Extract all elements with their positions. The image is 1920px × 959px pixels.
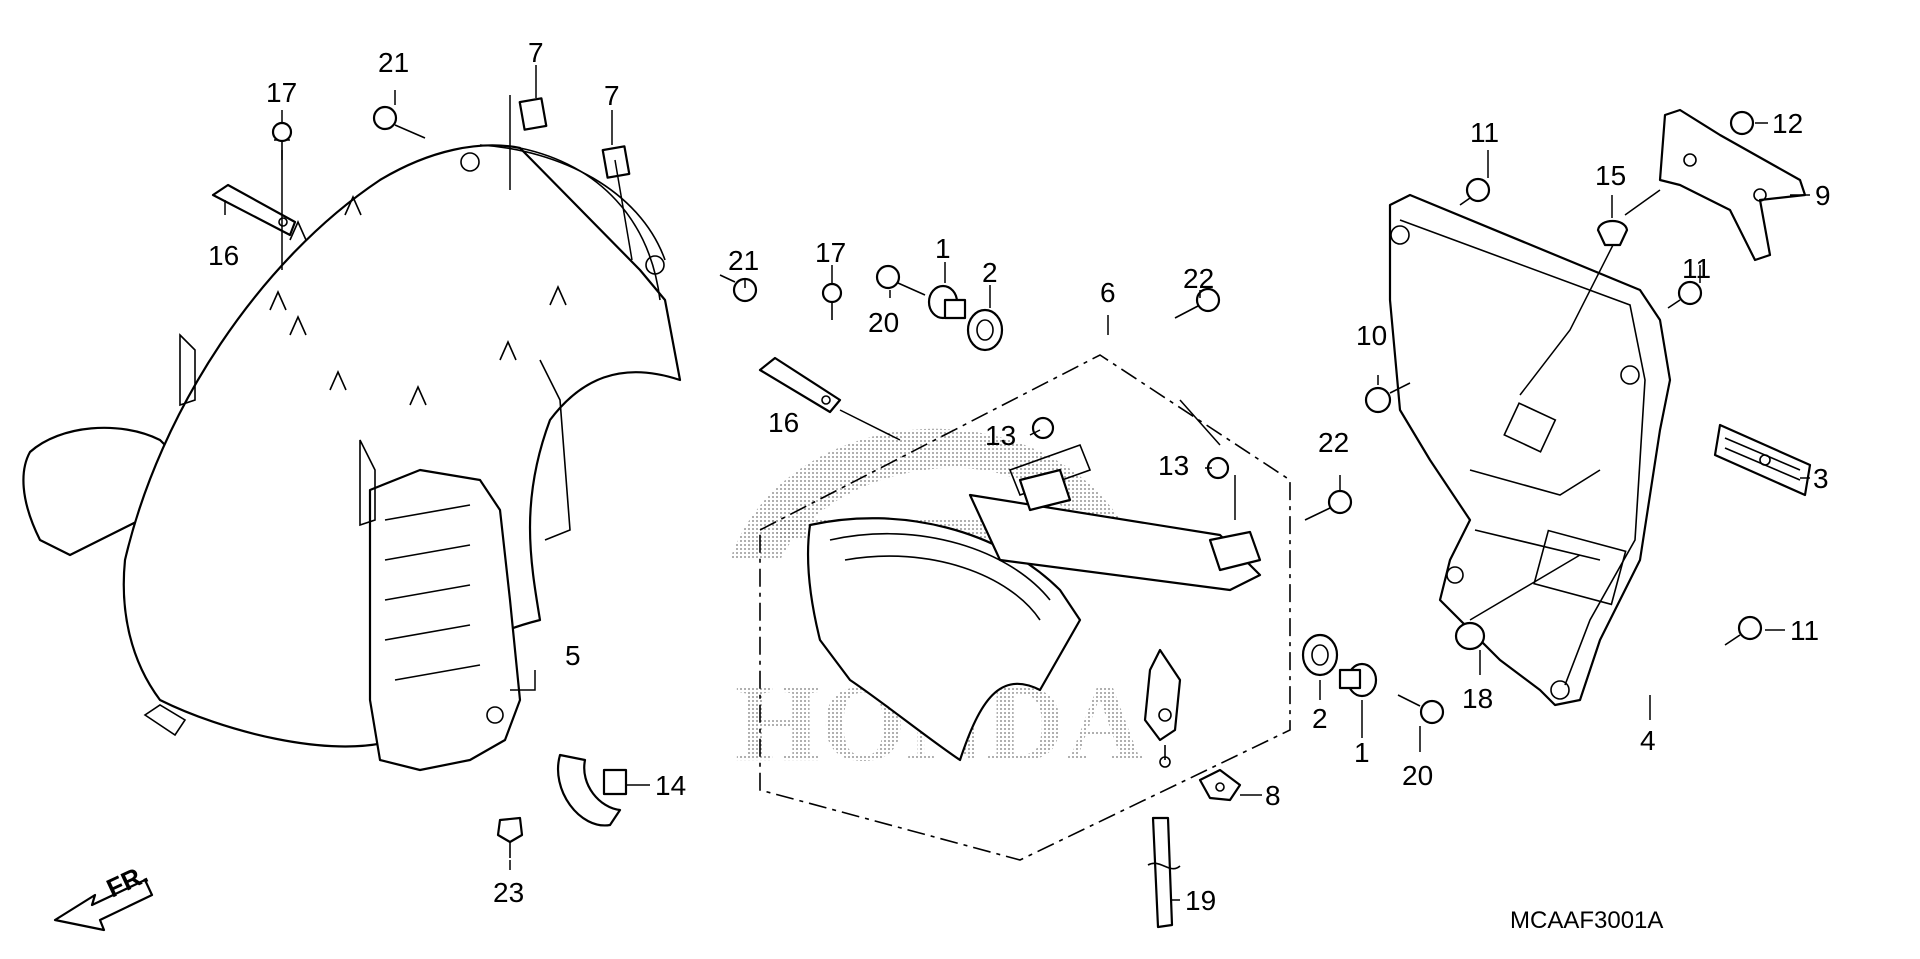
label-22: 22 (1183, 263, 1214, 294)
label-5: 5 (565, 640, 581, 671)
label-20: 20 (868, 307, 899, 338)
label-23: 23 (493, 877, 524, 908)
label-15: 15 (1595, 160, 1626, 191)
bolt-20-left (875, 264, 926, 296)
bolt-22-top (1174, 287, 1221, 319)
label-8: 8 (1265, 780, 1281, 811)
leader-lines (224, 65, 1810, 901)
label-16: 16 (768, 407, 799, 438)
label-11: 11 (1790, 615, 1819, 646)
strap-16-left (211, 183, 297, 237)
clip-12 (1729, 110, 1755, 136)
label-17: 17 (266, 77, 297, 108)
label-11: 11 (1682, 253, 1711, 284)
bolt-11-mid (1667, 280, 1703, 309)
label-3: 3 (1813, 463, 1829, 494)
clip-8 (1198, 768, 1242, 802)
label-20: 20 (1402, 760, 1433, 791)
screw-17-center (821, 282, 843, 320)
grommet-15 (1596, 219, 1629, 247)
clip-7-a (518, 97, 548, 131)
bolt-11-bottom (1724, 615, 1763, 646)
screw-17-left (271, 121, 293, 160)
label-2: 2 (1312, 703, 1328, 734)
collar-1-left (927, 284, 967, 320)
diagram-code: MCAAF3001A (1510, 907, 1663, 934)
label-19: 19 (1185, 885, 1216, 916)
label-22: 22 (1318, 427, 1349, 458)
bolt-21-center (719, 274, 758, 303)
nut-13-a (1031, 416, 1055, 440)
label-18: 18 (1462, 683, 1493, 714)
part-3-cushion (1713, 423, 1812, 497)
label-1: 1 (1354, 737, 1370, 768)
bolt-10 (1364, 382, 1411, 414)
hardware-parts (211, 97, 1763, 929)
strap-16-center (758, 356, 842, 414)
bolt-23 (496, 816, 524, 858)
part-5-inner-fender (22, 144, 682, 772)
grommet-2-right (1301, 633, 1339, 677)
label-13: 13 (985, 420, 1016, 451)
label-11: 11 (1470, 117, 1499, 148)
label-16: 16 (208, 240, 239, 271)
band-14 (557, 753, 628, 827)
label-6: 6 (1100, 277, 1116, 308)
front-direction-arrow: FR. (53, 859, 154, 932)
part-4-side-panel (1388, 193, 1672, 707)
part-labels: 1 1 2 2 3 4 5 6 7 7 8 9 10 11 11 11 12 1… (208, 37, 1831, 916)
label-21: 21 (378, 47, 409, 78)
label-7: 7 (528, 37, 544, 68)
part-9-bracket (1658, 108, 1807, 262)
label-1: 1 (935, 233, 951, 264)
bolt-21-top (372, 105, 426, 139)
part-6-rear-fender (759, 354, 1291, 861)
label-13: 13 (1158, 450, 1189, 481)
tube-19 (1147, 816, 1181, 929)
label-2: 2 (982, 257, 998, 288)
bolt-22-right (1304, 489, 1353, 521)
bolt-11-top (1459, 177, 1491, 206)
label-21: 21 (728, 245, 759, 276)
nut-18 (1454, 621, 1486, 651)
label-12: 12 (1772, 108, 1803, 139)
collar-1-right (1338, 662, 1378, 698)
label-14: 14 (655, 770, 686, 801)
label-4: 4 (1640, 725, 1656, 756)
label-9: 9 (1815, 180, 1831, 211)
label-10: 10 (1356, 320, 1387, 351)
bolt-20-right (1397, 694, 1445, 725)
grommet-2-left (966, 308, 1004, 352)
label-7: 7 (604, 80, 620, 111)
label-17: 17 (815, 237, 846, 268)
